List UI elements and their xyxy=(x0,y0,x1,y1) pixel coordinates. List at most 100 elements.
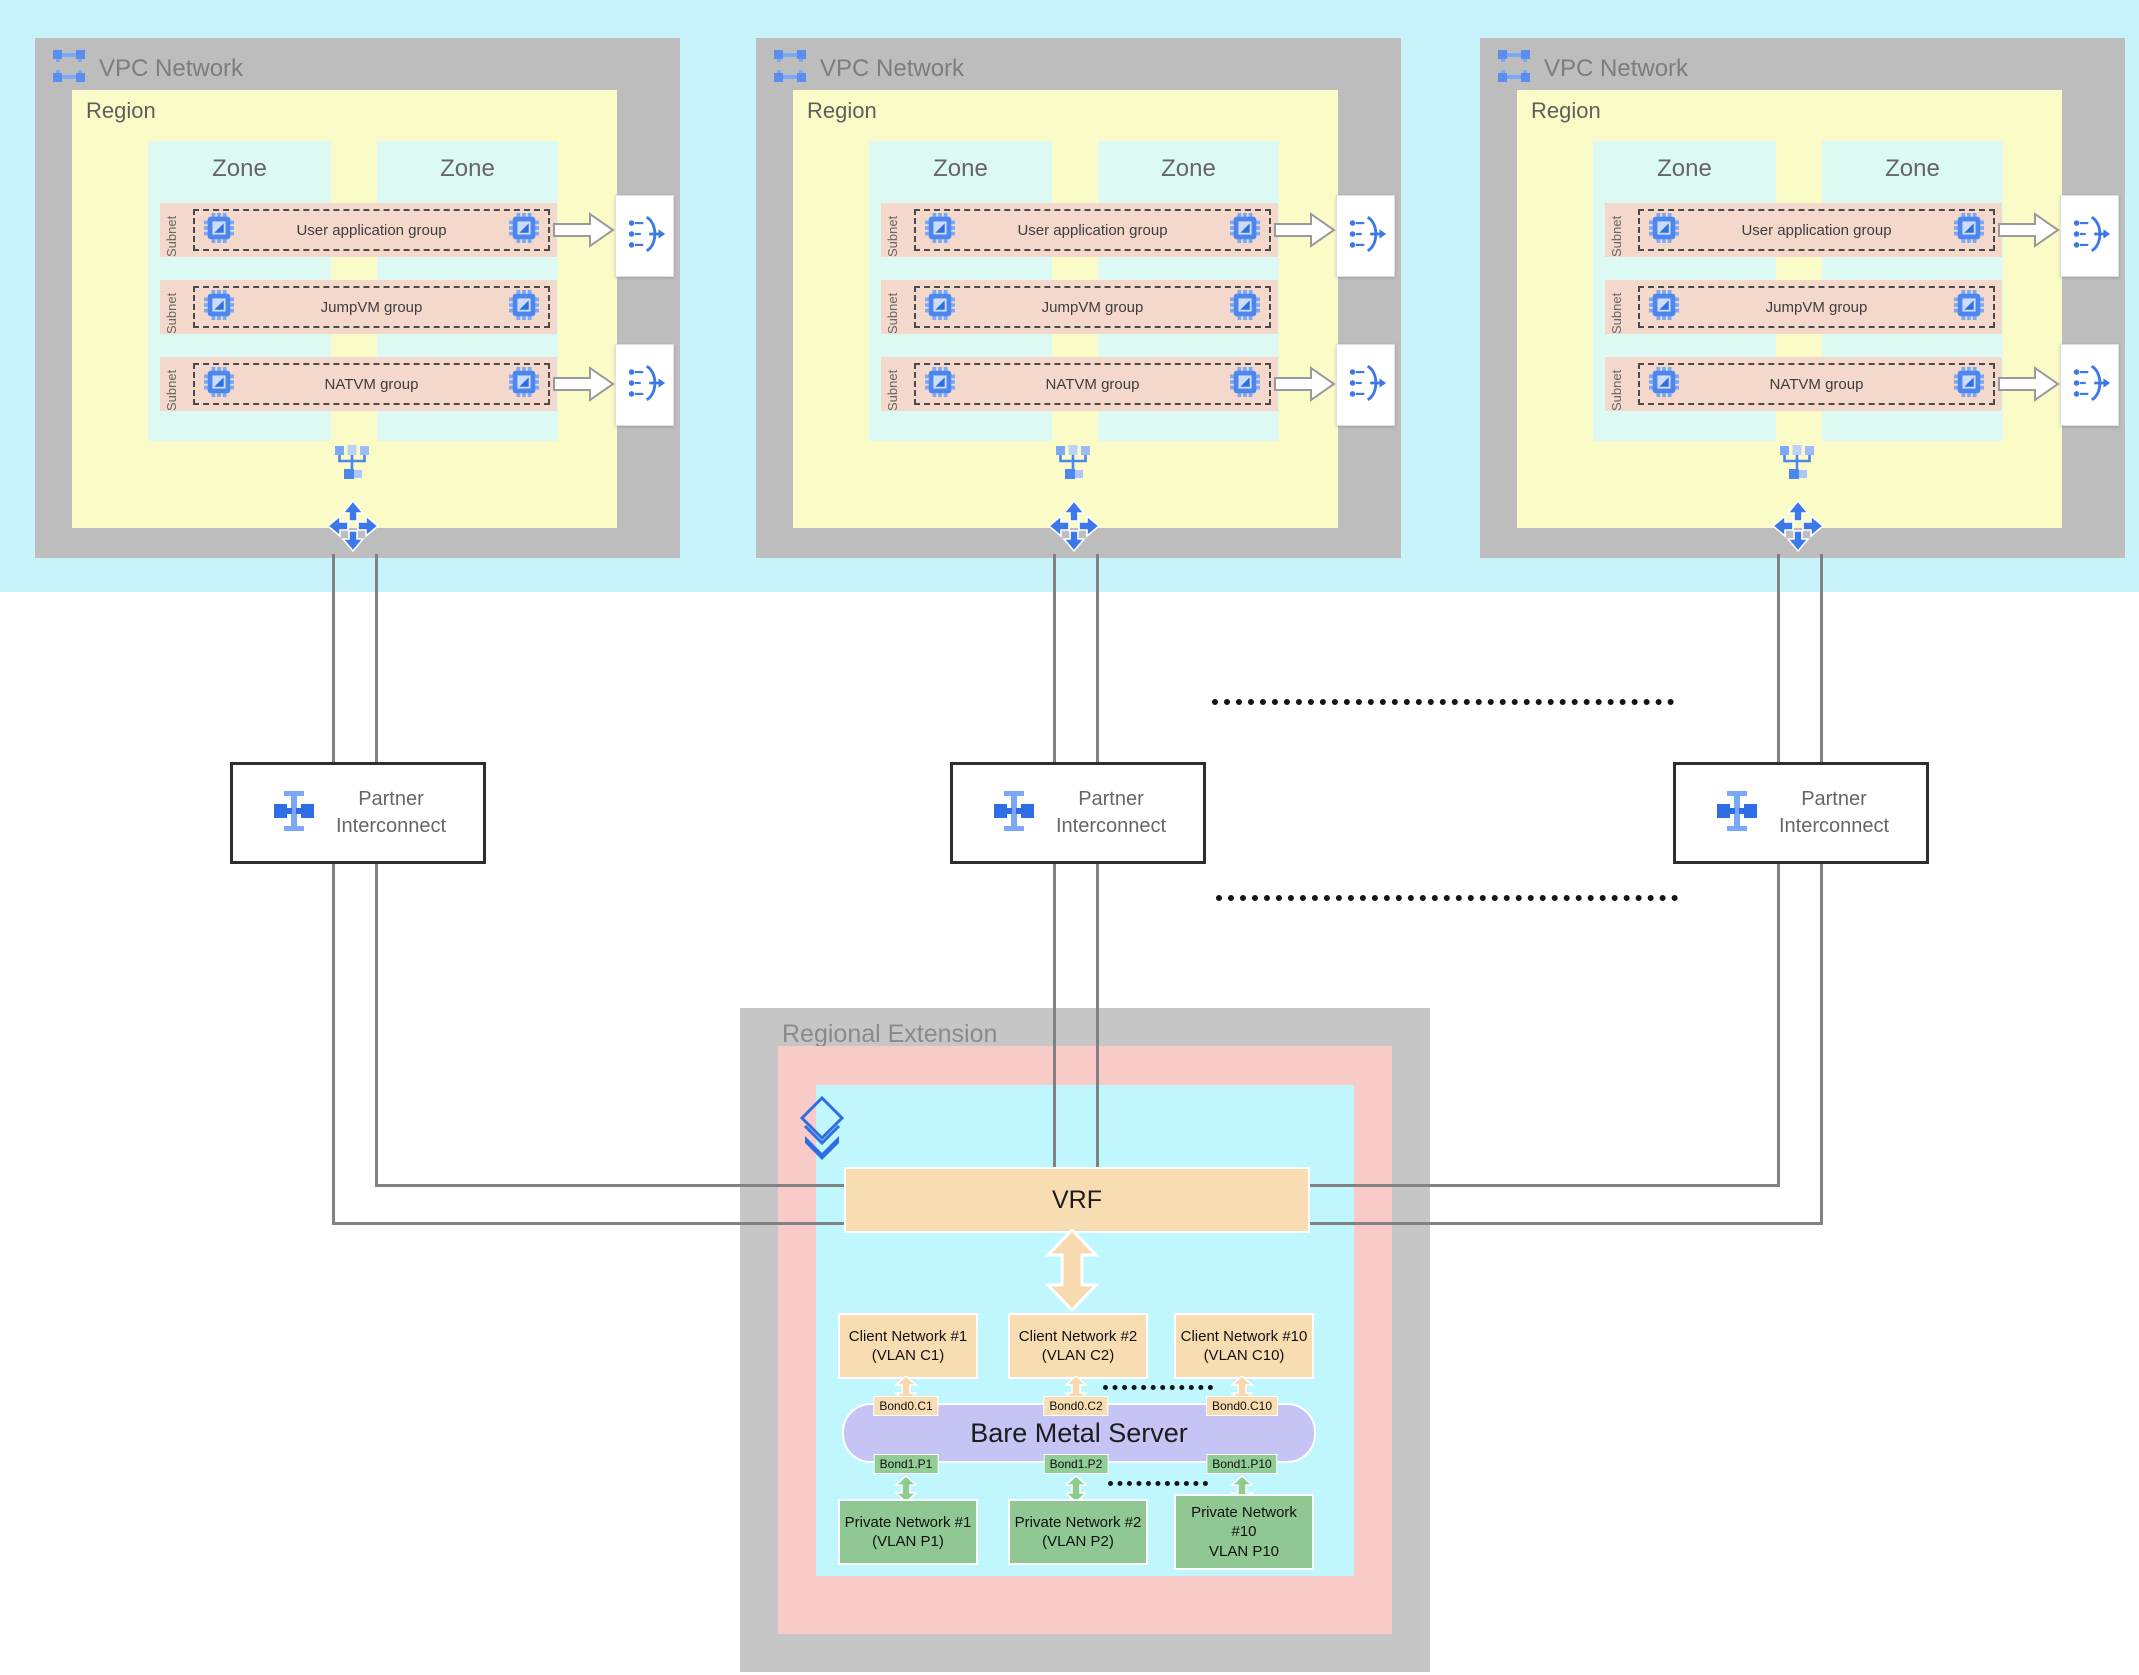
load-balancer-box xyxy=(1336,344,1395,426)
layers-icon xyxy=(798,1095,846,1167)
instance-group: JumpVM group xyxy=(193,286,550,328)
load-balancer-icon xyxy=(624,362,666,409)
zone-label: Zone xyxy=(1885,155,1940,182)
regional-extension-content: VRF Client Network #1 (VLAN C1) Client N… xyxy=(740,1008,1430,1672)
load-balancer-icon xyxy=(2069,213,2111,260)
vm-instance-icon xyxy=(1649,289,1679,325)
partner-interconnect-icon xyxy=(1713,787,1761,840)
subnet-label: Subnet xyxy=(885,292,900,334)
vpc-title-row: VPC Network xyxy=(772,48,964,89)
router-icon xyxy=(1047,499,1101,557)
vm-instance-icon xyxy=(1230,289,1260,325)
connector-line xyxy=(1306,1222,1823,1225)
zone-label: Zone xyxy=(933,155,988,182)
connector-line xyxy=(332,554,335,1225)
subnet-label: Subnet xyxy=(1609,215,1624,257)
block-arrow-icon xyxy=(1274,211,1336,249)
connector-line xyxy=(332,1222,846,1225)
client-network-box: Client Network #10 (VLAN C10) xyxy=(1174,1313,1314,1379)
subnet-label: Subnet xyxy=(1609,369,1624,411)
subnet-label: Subnet xyxy=(164,369,179,411)
block-arrow-icon xyxy=(553,365,615,403)
region-box: Region Zone Zone Subnet User application… xyxy=(793,90,1338,528)
block-arrow-icon xyxy=(553,211,615,249)
network-topology-icon xyxy=(334,445,370,488)
vpc-icon xyxy=(772,48,808,89)
subnet-row: Subnet NATVM group xyxy=(1605,357,2002,411)
group-label: NATVM group xyxy=(1045,375,1140,393)
subnet-label: Subnet xyxy=(885,369,900,411)
subnet-row: Subnet NATVM group xyxy=(160,357,557,411)
vm-instance-icon xyxy=(925,366,955,402)
bond-label: Bond0.C1 xyxy=(873,1396,939,1416)
vm-instance-icon xyxy=(1649,212,1679,248)
load-balancer-box xyxy=(2060,344,2119,426)
vm-instance-icon xyxy=(1230,366,1260,402)
network-topology-icon xyxy=(1779,445,1815,488)
instance-group: NATVM group xyxy=(1638,363,1995,405)
vm-instance-icon xyxy=(925,289,955,325)
instance-group: User application group xyxy=(1638,209,1995,251)
instance-group: User application group xyxy=(193,209,550,251)
private-network-box: Private Network #2 (VLAN P2) xyxy=(1008,1499,1148,1565)
router-icon xyxy=(326,499,380,557)
region-box: Region Zone Zone Subnet User application… xyxy=(1517,90,2062,528)
bond-label: Bond0.C10 xyxy=(1205,1396,1279,1416)
vpc-network-title: VPC Network xyxy=(820,54,965,82)
group-label: JumpVM group xyxy=(1765,298,1868,316)
zone-label: Zone xyxy=(440,155,495,182)
group-label: NATVM group xyxy=(1769,375,1864,393)
bond-label: Bond1.P10 xyxy=(1206,1454,1278,1474)
subnet-label: Subnet xyxy=(164,292,179,334)
vpc-network-box: VPC Network Region Zone Zone Subnet User… xyxy=(756,38,1401,558)
instance-group: NATVM group xyxy=(193,363,550,405)
vpc-title-row: VPC Network xyxy=(1496,48,1688,89)
connector-line xyxy=(1053,554,1056,1174)
instance-group: JumpVM group xyxy=(1638,286,1995,328)
zone-label: Zone xyxy=(1657,155,1712,182)
double-arrow-icon xyxy=(1033,1227,1111,1316)
region-box: Region Zone Zone Subnet User application… xyxy=(72,90,617,528)
partner-interconnect-box: Partner Interconnect xyxy=(1673,762,1929,864)
connector-line xyxy=(1306,1184,1780,1187)
vrf-box: VRF xyxy=(844,1167,1310,1233)
bond-label: Bond1.P1 xyxy=(873,1454,939,1474)
vm-instance-icon xyxy=(509,212,539,248)
subnet-row: Subnet JumpVM group xyxy=(160,280,557,334)
block-arrow-icon xyxy=(1274,365,1336,403)
vpc-icon xyxy=(51,48,87,89)
vm-instance-icon xyxy=(204,289,234,325)
group-label: User application group xyxy=(1741,221,1892,239)
connector-line xyxy=(1777,554,1780,1187)
group-label: JumpVM group xyxy=(320,298,423,316)
instance-group: JumpVM group xyxy=(914,286,1271,328)
vm-instance-icon xyxy=(1954,366,1984,402)
mini-dotted-line xyxy=(1108,1481,1208,1486)
bond-label: Bond1.P2 xyxy=(1043,1454,1109,1474)
vpc-network-title: VPC Network xyxy=(1544,54,1689,82)
group-label: JumpVM group xyxy=(1041,298,1144,316)
block-arrow-icon xyxy=(1998,365,2060,403)
region-label: Region xyxy=(807,98,877,123)
vm-instance-icon xyxy=(204,212,234,248)
router-icon xyxy=(1771,499,1825,557)
bond-label: Bond0.C2 xyxy=(1043,1396,1109,1416)
partner-interconnect-label: Partner Interconnect xyxy=(1055,788,1167,837)
connector-line xyxy=(375,1184,846,1187)
zone-label: Zone xyxy=(1161,155,1216,182)
network-topology-icon xyxy=(1055,445,1091,488)
vm-instance-icon xyxy=(925,212,955,248)
vpc-network-title: VPC Network xyxy=(99,54,244,82)
vpc-network-box: VPC Network Region Zone Zone Subnet User… xyxy=(35,38,680,558)
group-label: User application group xyxy=(296,221,447,239)
subnet-row: Subnet User application group xyxy=(160,203,557,257)
vpc-network-box: VPC Network Region Zone Zone Subnet User… xyxy=(1480,38,2125,558)
vm-instance-icon xyxy=(1649,366,1679,402)
subnet-row: Subnet JumpVM group xyxy=(881,280,1278,334)
vpc-icon xyxy=(1496,48,1532,89)
vm-instance-icon xyxy=(1230,212,1260,248)
subnet-row: Subnet User application group xyxy=(881,203,1278,257)
subnet-label: Subnet xyxy=(164,215,179,257)
subnet-label: Subnet xyxy=(1609,292,1624,334)
vm-instance-icon xyxy=(1954,212,1984,248)
